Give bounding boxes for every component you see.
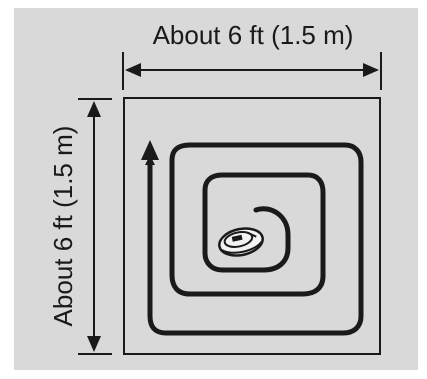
horizontal-dimension-label: About 6 ft (1.5 m) [153,20,354,50]
vertical-dimension-label: About 6 ft (1.5 m) [48,126,78,327]
